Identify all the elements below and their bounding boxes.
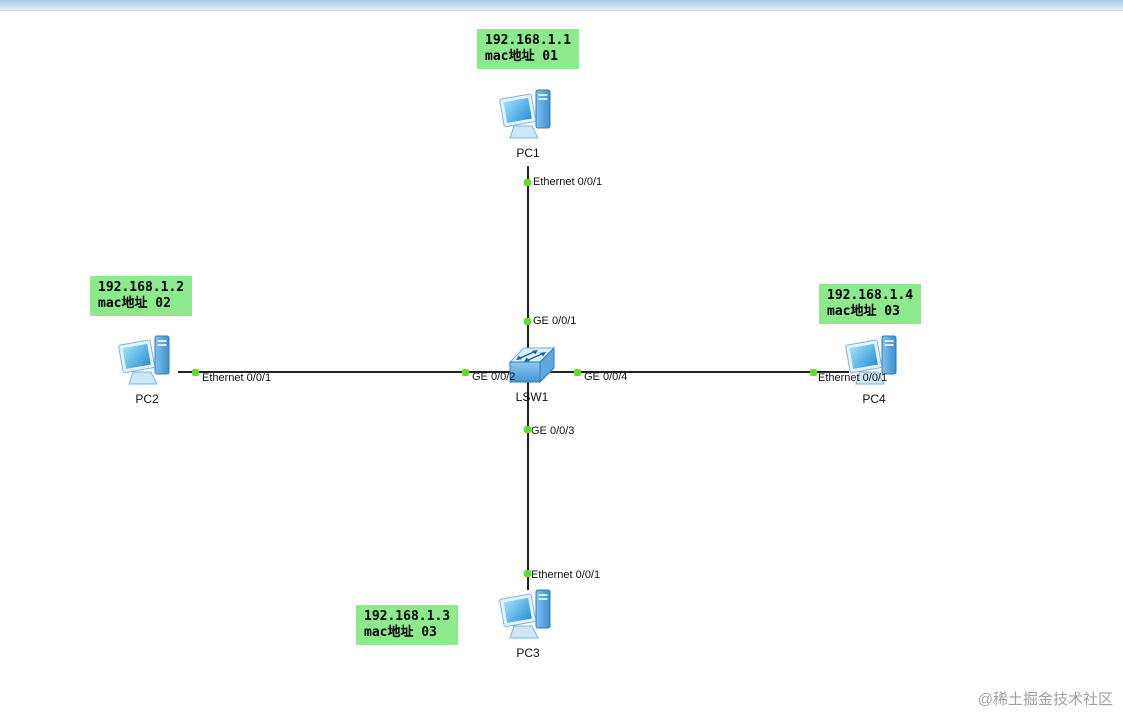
device-label-pc1: PC1 [516,146,540,160]
note-pc2[interactable]: 192.168.1.2 mac地址 02 [90,276,193,316]
note-pc1-ip: 192.168.1.1 [485,33,572,48]
note-pc4-mac: mac地址 03 [827,304,900,319]
port-label-ge-0-0-3: GE 0/0/3 [531,425,575,437]
conn-dot-pc2-eth [192,369,199,376]
note-pc3-mac: mac地址 03 [364,625,437,640]
conn-dot-ge4 [574,369,581,376]
device-pc2[interactable]: PC2 [115,334,179,406]
conn-dot-pc1-eth [524,179,531,186]
device-pc3[interactable]: PC3 [496,588,560,660]
window-top-strip [0,0,1123,11]
conn-dot-ge3 [524,426,531,433]
note-pc1[interactable]: 192.168.1.1 mac地址 01 [477,29,580,69]
port-label-ge-0-0-4: GE 0/0/4 [584,371,628,383]
device-label-pc2: PC2 [135,392,159,406]
conn-dot-ge2 [462,369,469,376]
note-pc3-ip: 192.168.1.3 [364,609,451,624]
note-pc4[interactable]: 192.168.1.4 mac地址 03 [819,284,922,324]
device-pc4[interactable]: PC4 [842,334,906,406]
device-label-pc3: PC3 [516,646,540,660]
note-pc1-mac: mac地址 01 [485,49,558,64]
link-pc1-lsw1[interactable] [527,166,529,372]
port-label-pc4-eth: Ethernet 0/0/1 [818,372,888,384]
note-pc4-ip: 192.168.1.4 [827,288,914,303]
link-pc2-lsw1[interactable] [178,371,527,373]
device-label-pc4: PC4 [862,392,886,406]
watermark-text: @稀土掘金技术社区 [977,691,1113,708]
pc-icon [498,588,558,644]
conn-dot-pc3-eth [524,570,531,577]
pc-icon [498,88,558,144]
link-lsw1-pc3[interactable] [527,372,529,590]
link-lsw1-pc4[interactable] [527,371,849,373]
device-pc1[interactable]: PC1 [496,88,560,160]
note-pc2-ip: 192.168.1.2 [98,280,185,295]
pc-icon [117,334,177,390]
port-label-ge-0-0-1: GE 0/0/1 [533,315,577,327]
device-lsw1[interactable]: LSW1 [500,344,564,404]
port-label-pc3-eth: Ethernet 0/0/1 [531,569,601,581]
conn-dot-ge1 [524,318,531,325]
port-label-ge-0-0-2: GE 0/0/2 [472,371,516,383]
note-pc3[interactable]: 192.168.1.3 mac地址 03 [356,605,459,645]
port-label-pc2-eth: Ethernet 0/0/1 [202,372,272,384]
conn-dot-pc4-eth [810,369,817,376]
device-label-lsw1: LSW1 [515,390,549,404]
port-label-pc1-eth: Ethernet 0/0/1 [533,176,603,188]
note-pc2-mac: mac地址 02 [98,296,171,311]
